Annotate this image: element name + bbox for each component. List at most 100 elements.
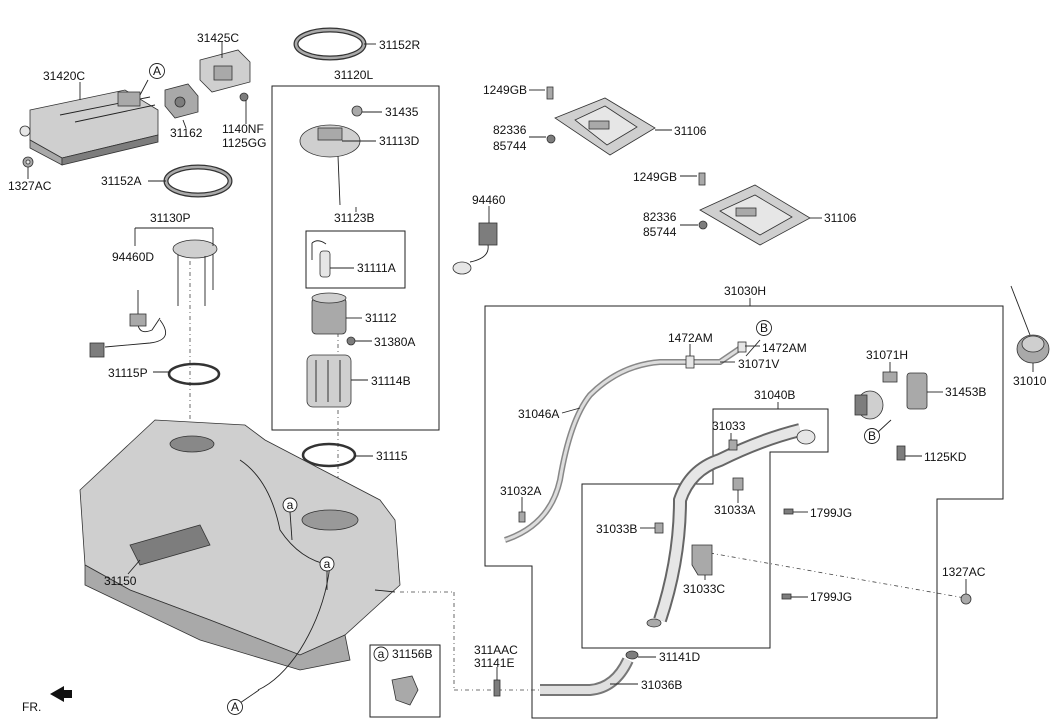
label-82336-upper: 82336: [493, 123, 527, 137]
bracket-31033A-part: [732, 477, 744, 491]
label-31033: 31033: [712, 419, 746, 433]
label-1249GB-upper: 1249GB: [483, 83, 527, 97]
valve-31162-part: [164, 83, 199, 119]
label-31425C: 31425C: [197, 31, 239, 45]
label-82336-lower: 82336: [643, 210, 677, 224]
label-1327AC-right: 1327AC: [942, 565, 986, 579]
label-94460D: 94460D: [112, 250, 154, 264]
label-1327AC-left: 1327AC: [8, 179, 52, 193]
cover-31106-upper-part: [554, 97, 656, 156]
label-1799JG-upper: 1799JG: [810, 506, 852, 520]
label-1799JG-lower: 1799JG: [810, 590, 852, 604]
bracket-31033B-part: [654, 522, 664, 534]
sensor-94460-part: [452, 222, 498, 275]
pump-flange-31113D-part: [299, 124, 361, 206]
label-85744-lower: 85744: [643, 225, 677, 239]
clamp-311AAC-part: [493, 679, 501, 697]
label-85744-upper: 85744: [493, 139, 527, 153]
label-31152A: 31152A: [101, 174, 141, 188]
label-31141E: 31141E: [474, 656, 514, 670]
label-31141D: 31141D: [659, 650, 700, 664]
label-31033C: 31033C: [683, 582, 725, 596]
label-31071H: 31071H: [866, 348, 908, 362]
nut-1327AC-part: [22, 156, 34, 168]
bolt-1249GB-upper-part: [546, 86, 554, 100]
label-31033B: 31033B: [596, 522, 637, 536]
svg-text:B: B: [868, 429, 876, 443]
oring-31380A-part: [346, 336, 356, 346]
front-direction-marker: FR.: [22, 686, 72, 714]
label-1125KD: 1125KD: [924, 450, 967, 464]
label-31453B: 31453B: [945, 385, 986, 399]
label-31156B: 31156B: [392, 647, 432, 661]
vent-hose-31046A-part: [504, 342, 747, 543]
label-31030H: 31030H: [724, 284, 766, 298]
svg-text:B: B: [760, 321, 768, 335]
arrow-icon: [50, 686, 72, 702]
filler-neck-sub-box: [581, 408, 829, 649]
label-31010: 31010: [1013, 374, 1047, 388]
label-31113D: 31113D: [379, 134, 420, 148]
label-31380A: 31380A: [374, 335, 415, 349]
strainer-31111A-part: [311, 240, 331, 278]
filler-neck-31040B-part: [646, 423, 816, 628]
svg-text:A: A: [231, 700, 239, 714]
oring-31115P-part: [167, 362, 221, 386]
clip-31032A-part: [518, 511, 526, 523]
callout-a-small-1: a: [282, 497, 298, 513]
callout-b-hose: B: [756, 320, 772, 336]
hose-31036B-part: [540, 650, 639, 696]
clip-31156B-part: [391, 675, 419, 706]
filler-assembly-box: [484, 305, 1004, 719]
sender-31130P-part: [89, 239, 218, 358]
label-31150: 31150: [104, 574, 137, 588]
label-1125GG: 1125GG: [222, 136, 266, 150]
valve-31425C-part: [199, 49, 251, 102]
screw-1799JG-lower-part: [781, 593, 792, 600]
bolt-82336-upper-part: [546, 134, 556, 144]
label-31152R: 31152R: [379, 38, 420, 52]
label-31071V: 31071V: [738, 357, 779, 371]
label-31162: 31162: [170, 126, 203, 140]
valve-31071H-part: [882, 371, 898, 383]
label-1140NF: 1140NF: [222, 122, 264, 136]
bracket-31033-part: [728, 439, 738, 451]
strainer-sub-box: [305, 230, 406, 289]
label-31420C: 31420C: [43, 69, 85, 83]
reservoir-31114B-part: [306, 354, 352, 408]
label-31120L: 31120L: [334, 68, 373, 82]
label-311AAC: 311AAC: [474, 643, 518, 657]
label-1472AM-right: 1472AM: [762, 341, 807, 355]
bolt-82336-lower-part: [698, 220, 708, 230]
ring-31152R-part: [293, 27, 367, 61]
label-1249GB-lower: 1249GB: [633, 170, 677, 184]
nut-31435-part: [351, 105, 363, 117]
svg-text:FR.: FR.: [22, 700, 41, 714]
canister-part: [19, 89, 159, 166]
label-31106-upper: 31106: [674, 124, 707, 138]
screw-1799JG-upper-part: [783, 508, 794, 515]
label-31130P: 31130P: [150, 211, 190, 225]
nut-1327AC-right-part: [960, 593, 972, 605]
label-31032A: 31032A: [500, 484, 541, 498]
label-94460: 94460: [472, 193, 506, 207]
clip-detail-box: [369, 644, 441, 718]
bracket-31033C-part: [691, 544, 713, 576]
svg-text:a: a: [287, 498, 294, 512]
label-31046A: 31046A: [518, 407, 559, 421]
label-31115P: 31115P: [108, 366, 148, 380]
callout-a-small-2: a: [319, 556, 335, 572]
label-31114B: 31114B: [371, 374, 411, 388]
oring-31115-part: [301, 442, 357, 468]
label-31115: 31115: [376, 449, 408, 463]
callout-a-top: A: [149, 63, 165, 79]
ring-31152A-part: [163, 164, 233, 198]
valve-31453B-part: [854, 372, 928, 420]
callout-a-bottom: A: [227, 699, 243, 715]
label-31435: 31435: [385, 105, 419, 119]
fuel-tank-31150-part: [79, 419, 401, 691]
label-31112: 31112: [365, 311, 397, 325]
pump-module-box: [271, 85, 440, 431]
fuel-cap-31010-part: [1010, 285, 1050, 364]
cover-31106-lower-part: [699, 184, 811, 246]
